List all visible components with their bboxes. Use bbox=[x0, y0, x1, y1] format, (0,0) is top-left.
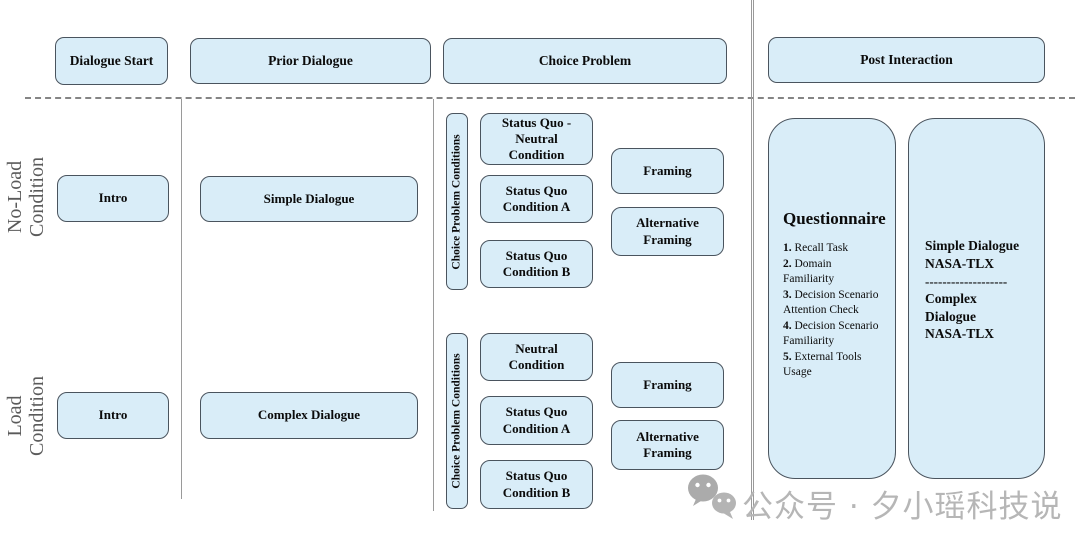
no-load-condition-box-status-quo-neutral: Status Quo - Neutral Condition bbox=[480, 113, 593, 165]
nasa-tlx-content: Simple Dialogue NASA-TLX ---------------… bbox=[925, 237, 1044, 343]
questionnaire-item: 4. Decision Scenario Familiarity bbox=[783, 319, 879, 347]
nasa-tlx-divider: ------------------- bbox=[925, 273, 1008, 289]
no-load-simple-dialogue-box: Simple Dialogue bbox=[200, 176, 418, 222]
questionnaire-item: 1. Recall Task bbox=[783, 242, 849, 254]
phase-header-post-interaction: Post Interaction bbox=[768, 37, 1045, 83]
load-condition-box-neutral: Neutral Condition bbox=[480, 333, 593, 381]
no-load-intro-box: Intro bbox=[57, 175, 169, 222]
column-divider-line-1 bbox=[181, 99, 182, 499]
nasa-tlx-box: Simple Dialogue NASA-TLX ---------------… bbox=[908, 118, 1045, 479]
load-intro-box: Intro bbox=[57, 392, 169, 439]
questionnaire-title: Questionnaire bbox=[783, 209, 886, 228]
nasa-tlx-complex-metric: NASA-TLX bbox=[925, 326, 995, 342]
phase-divider-dashed-line bbox=[25, 97, 1075, 99]
no-load-framing-box: Framing bbox=[611, 148, 724, 194]
phase-header-choice-problem: Choice Problem bbox=[443, 38, 727, 84]
questionnaire-item: 2. Domain Familiarity bbox=[783, 257, 835, 285]
load-choice-problem-conditions-label: Choice Problem Conditions bbox=[446, 333, 468, 509]
phase-header-dialogue-start: Dialogue Start bbox=[55, 37, 168, 85]
no-load-alternative-framing-box: Alternative Framing bbox=[611, 207, 724, 256]
column-divider-line-2 bbox=[433, 99, 434, 511]
nasa-tlx-simple-dialogue-label: Simple Dialogue bbox=[925, 238, 1020, 253]
load-complex-dialogue-box: Complex Dialogue bbox=[200, 392, 418, 439]
watermark-text: 公众号 · 夕小瑶科技说 bbox=[742, 489, 1063, 525]
no-load-condition-box-status-quo-b: Status Quo Condition B bbox=[480, 240, 593, 288]
load-condition-box-status-quo-a: Status Quo Condition A bbox=[480, 396, 593, 445]
questionnaire-list: 1. Recall Task 2. Domain Familiarity 3. … bbox=[783, 241, 883, 379]
load-alternative-framing-box: Alternative Framing bbox=[611, 420, 724, 470]
load-framing-box: Framing bbox=[611, 362, 724, 408]
questionnaire-item: 5. External Tools Usage bbox=[783, 350, 862, 378]
nasa-tlx-simple-metric: NASA-TLX bbox=[925, 255, 995, 271]
questionnaire-box: Questionnaire 1. Recall Task 2. Domain F… bbox=[768, 118, 896, 479]
row-label-no-load-condition: No-Load Condition bbox=[4, 157, 48, 238]
row-label-load-condition: Load Condition bbox=[4, 376, 48, 457]
no-load-condition-box-status-quo-a: Status Quo Condition A bbox=[480, 175, 593, 223]
load-condition-box-status-quo-b: Status Quo Condition B bbox=[480, 460, 593, 509]
wechat-icon bbox=[688, 474, 736, 519]
questionnaire-item: 3. Decision Scenario Attention Check bbox=[783, 288, 879, 316]
phase-header-prior-dialogue: Prior Dialogue bbox=[190, 38, 431, 84]
no-load-choice-problem-conditions-label: Choice Problem Conditions bbox=[446, 113, 468, 290]
post-interaction-double-divider bbox=[751, 0, 754, 520]
nasa-tlx-complex-dialogue-label: Complex Dialogue bbox=[925, 290, 977, 324]
